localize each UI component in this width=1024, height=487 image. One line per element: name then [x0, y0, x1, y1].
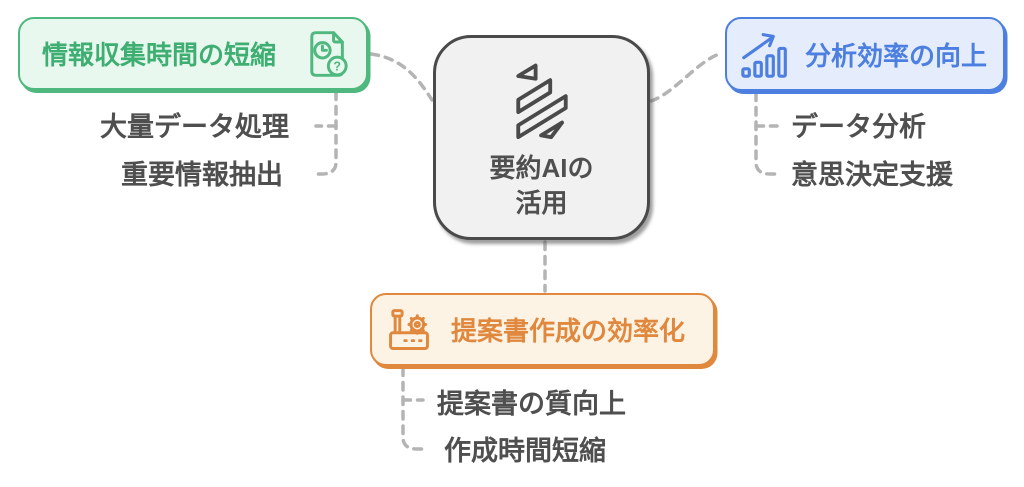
connector-analysis-children-trunk [754, 91, 781, 176]
connector-info-children-trunk [313, 90, 338, 176]
node-info-collection: 情報収集時間の短縮 ? [18, 17, 368, 90]
connector-proposal-children-trunk [401, 366, 428, 451]
center-label-line1: 要約AIの [489, 152, 594, 183]
subitem-data-analysis: データ分析 [791, 112, 926, 142]
node-proposal-efficiency: 提案書作成の効率化 [370, 293, 715, 366]
document-clock-question-icon: ? [304, 29, 352, 79]
node-analysis-efficiency: 分析効率の向上 [725, 17, 1005, 91]
subitem-mass-data-processing: 大量データ処理 [100, 112, 289, 142]
subitem-creation-time-reduction: 作成時間短縮 [444, 436, 606, 466]
subitem-decision-support: 意思決定支援 [791, 160, 953, 190]
node-info-collection-label: 情報収集時間の短縮 [42, 40, 277, 70]
subitem-key-info-extraction: 重要情報抽出 [121, 160, 283, 190]
factory-gear-icon [385, 306, 433, 354]
center-node: 要約AIの 活用 [433, 35, 650, 240]
bar-chart-up-arrow-icon [739, 30, 791, 78]
connector-center-to-analysis [649, 51, 724, 103]
center-label-line2: 活用 [515, 187, 568, 218]
svg-text:?: ? [333, 59, 341, 73]
node-proposal-efficiency-label: 提案書作成の効率化 [451, 316, 686, 346]
connector-info-to-center [369, 52, 434, 102]
node-analysis-efficiency-label: 分析効率の向上 [805, 40, 988, 71]
center-node-label: 要約AIの 活用 [489, 151, 593, 221]
summary-stripes-logo-icon [508, 55, 576, 139]
subitem-proposal-quality: 提案書の質向上 [437, 389, 626, 419]
